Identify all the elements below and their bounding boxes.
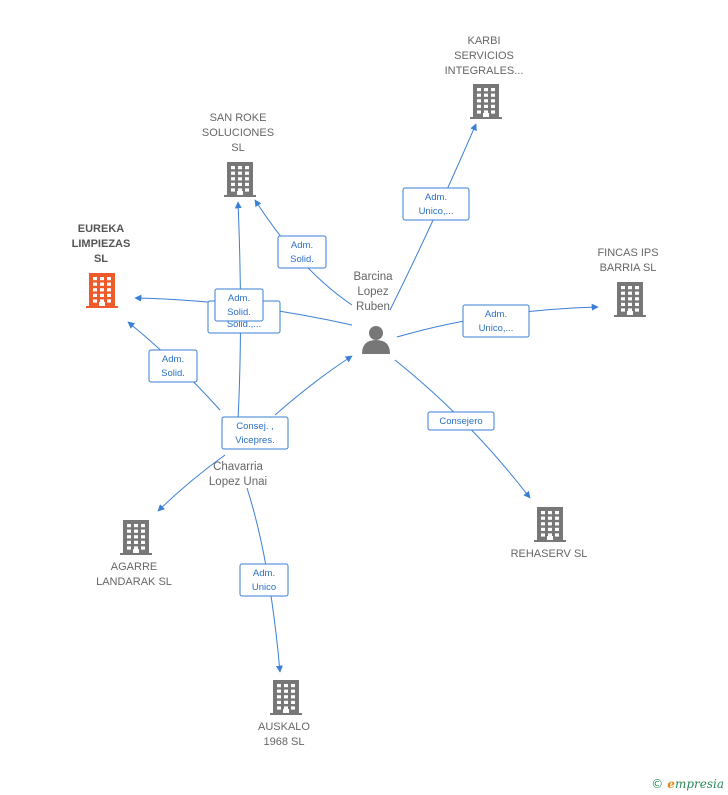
company-name-line: FINCAS IPS: [597, 247, 658, 259]
company-name-line: AUSKALO: [258, 721, 310, 733]
company-name-line: LIMPIEZAS: [72, 238, 131, 250]
company-node-rehaserv[interactable]: REHASERV SL: [511, 507, 588, 560]
company-name-line: SL: [94, 253, 108, 265]
edge-label-box: [462, 304, 530, 338]
edge-label-text: Vicepres.: [235, 435, 274, 446]
company-name-line: EUREKA: [78, 223, 125, 235]
brand-initial: e: [667, 777, 675, 791]
empresia-logo[interactable]: ©empresia: [651, 777, 724, 791]
edge-label-chavarria-to-auskalo[interactable]: Adm. Unico: [239, 563, 289, 597]
company-name-line: SAN ROKE: [210, 112, 267, 124]
building-icon: [86, 273, 118, 308]
edge-label-box: [148, 349, 198, 383]
edge-label-barcina-to-karbi[interactable]: Adm. Unico,...: [402, 187, 470, 221]
company-node-agarre[interactable]: AGARRE LANDARAK SL: [96, 520, 172, 588]
person-name-line: Ruben: [356, 301, 390, 313]
edge-label-box: [427, 411, 495, 431]
edge-label-text: Adm.: [485, 309, 507, 320]
edge-label-chavarria-to-barcina[interactable]: Consej. , Vicepres.: [221, 416, 289, 450]
company-node-karbi[interactable]: KARBI SERVICIOS INTEGRALES...: [445, 35, 524, 119]
edge-label-text: Adm.: [291, 240, 313, 251]
building-icon: [270, 680, 302, 715]
person-icon: [362, 326, 390, 354]
edge-label-barcina-to-fincas[interactable]: Adm. Unico,...: [462, 304, 530, 338]
company-name-line: BARRIA SL: [600, 262, 657, 274]
edge-label-text: Solid.: [161, 368, 185, 379]
company-node-eureka[interactable]: EUREKA LIMPIEZAS SL: [72, 223, 131, 308]
edge-label-text: Consejero: [439, 416, 482, 427]
company-node-auskalo[interactable]: AUSKALO 1968 SL: [258, 680, 310, 748]
building-icon: [614, 282, 646, 317]
company-name-line: REHASERV SL: [511, 548, 588, 560]
edge-label-text: Adm.: [425, 192, 447, 203]
nodes-layer: KARBI SERVICIOS INTEGRALES... SAN ROKE SOLUC…: [72, 35, 659, 748]
company-name-line: AGARRE: [111, 561, 157, 573]
building-icon: [224, 162, 256, 197]
edge-label-box: [214, 288, 264, 322]
edge-label-box: [239, 563, 289, 597]
edge-label-text: Adm.: [228, 293, 250, 304]
edge-label-text: Unico: [252, 582, 276, 593]
company-name-line: SOLUCIONES: [202, 127, 274, 139]
edge-label-text: Unico,...: [479, 323, 514, 334]
company-node-sanroke[interactable]: SAN ROKE SOLUCIONES SL: [202, 112, 274, 197]
edge-chavarria-to-barcina: [274, 355, 353, 416]
copyright-symbol: ©: [651, 777, 664, 791]
person-name-line: Lopez Unai: [209, 476, 267, 488]
edge-barcina-to-karbi: [389, 123, 477, 311]
edge-label-box: [277, 235, 327, 269]
person-name-line: Lopez: [357, 286, 389, 298]
edge-label-chavarria-to-sanroke[interactable]: Adm. Solid.: [214, 288, 264, 322]
company-name-line: LANDARAK SL: [96, 576, 172, 588]
company-name-line: SL: [231, 142, 244, 154]
person-name-line: Barcina: [354, 271, 394, 283]
brand-name: mpresia: [674, 777, 724, 791]
company-node-fincas[interactable]: FINCAS IPS BARRIA SL: [597, 247, 659, 317]
edges-layer: [127, 123, 599, 673]
person-name-line: Chavarria: [213, 461, 263, 473]
edge-labels-layer: Adm.Unico,...Adm.Solid.Adm.Solid.,...Adm…: [148, 187, 530, 597]
edge-label-text: Solid.,...: [227, 319, 261, 330]
edge-label-barcina-to-rehaserv[interactable]: Consejero: [427, 411, 495, 431]
edge-label-text: Solid.: [227, 307, 251, 318]
company-name-line: SERVICIOS: [454, 50, 514, 62]
edge-label-text: Adm.: [253, 568, 275, 579]
edge-chavarria-to-agarre: [157, 454, 226, 512]
company-name-line: KARBI: [467, 35, 500, 47]
building-icon: [470, 84, 502, 119]
edge-label-text: Unico,...: [419, 206, 454, 217]
company-name-line: INTEGRALES...: [445, 65, 524, 77]
edge-label-text: Consej. ,: [236, 421, 274, 432]
company-name-line: 1968 SL: [264, 736, 305, 748]
edge-label-text: Solid.: [290, 254, 314, 265]
edge-label-box: [221, 416, 289, 450]
edge-label-box: [402, 187, 470, 221]
building-icon: [534, 507, 566, 542]
edge-label-text: Adm.: [162, 354, 184, 365]
edge-label-chavarria-to-eureka[interactable]: Adm. Solid.: [148, 349, 198, 383]
building-icon: [120, 520, 152, 555]
edge-label-barcina-to-sanroke[interactable]: Adm. Solid.: [277, 235, 327, 269]
